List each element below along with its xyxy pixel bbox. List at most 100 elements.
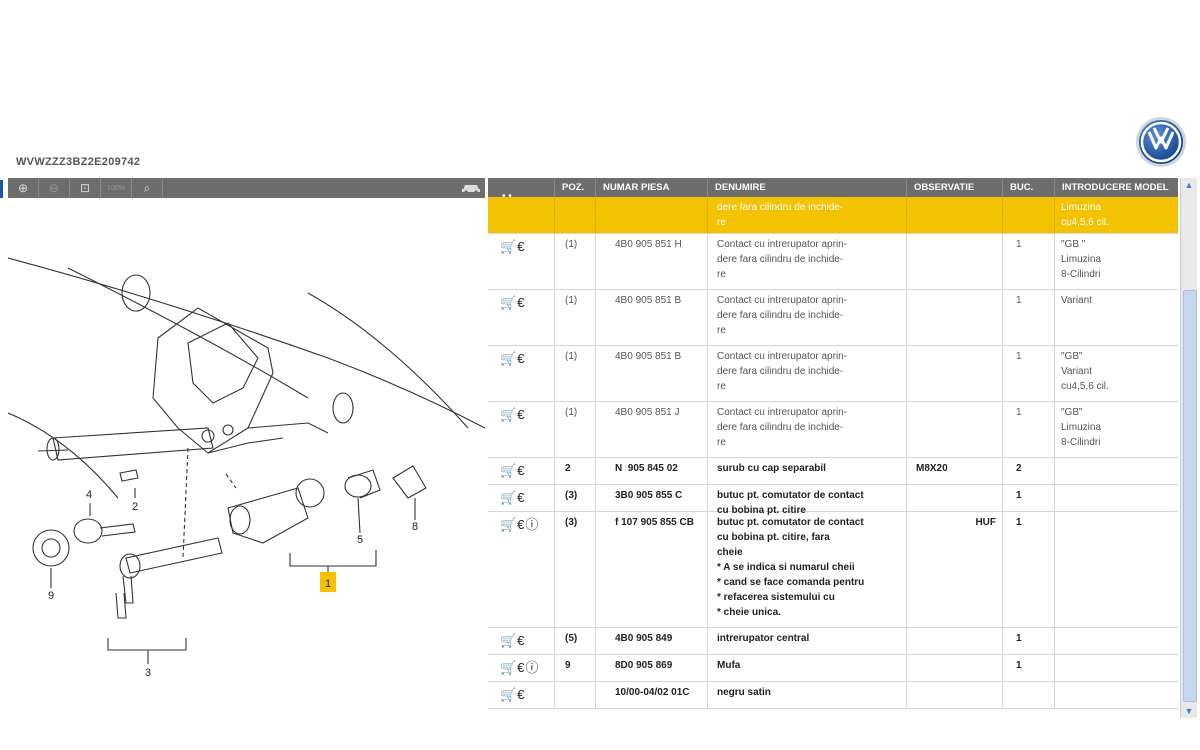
row-action-icons[interactable]: 🛒€ⓘ	[500, 660, 540, 675]
row-buc: 1	[1016, 351, 1022, 362]
row-buc: 1	[1016, 239, 1022, 250]
row-introducere-model: "GB" Limuzina 8-Cilindri	[1061, 407, 1102, 448]
row-observatie: HUF	[975, 517, 996, 528]
row-numar-piesa: 4B0 905 851 B	[615, 351, 682, 362]
zoom-in-icon[interactable]: ⊕	[8, 178, 39, 198]
row-numar-piesa: 4B0 905 851 B	[615, 295, 682, 306]
callout-9: 9	[48, 590, 54, 602]
row-poz: (1)	[565, 239, 578, 250]
row-denumire: negru satin	[717, 687, 771, 698]
row-action-icons[interactable]: 🛒€	[500, 351, 526, 366]
row-denumire: Contact cu intrerupator aprin- dere fara…	[717, 239, 848, 280]
table-header: POZ. NUMAR PIESA DENUMIRE OBSERVATIE BUC…	[488, 178, 1178, 197]
row-buc: 1	[1016, 490, 1022, 501]
callout-8: 8	[412, 521, 418, 533]
row-poz: (3)	[565, 490, 578, 501]
row-denumire: intrerupator central	[717, 633, 810, 644]
search-icon[interactable]: ⌕	[132, 178, 163, 198]
table-row[interactable]: 🛒€ (3) 3B0 905 855 C butuc pt. comutator de…	[488, 485, 1178, 516]
zoom-100-icon[interactable]: 100%	[101, 178, 132, 198]
callout-1: 1	[325, 578, 331, 590]
table-row[interactable]: 🛒€ (1) 4B0 905 851 B Contact cu intrerupato…	[488, 290, 1178, 346]
row-action-icons[interactable]: 🛒€	[500, 295, 526, 310]
row-observatie: M8X20	[916, 463, 948, 474]
vw-logo	[1136, 117, 1186, 167]
left-accent-bar	[0, 180, 3, 198]
table-scrollbar[interactable]: ▲ ▼	[1180, 178, 1197, 718]
row-cut-marker: • •	[502, 191, 512, 202]
table-row[interactable]: 🛒€ⓘ 9 8D0 905 869 Mufa 1	[488, 655, 1178, 682]
callout-2: 2	[132, 501, 138, 513]
row-poz: (1)	[565, 295, 578, 306]
row-poz: (5)	[565, 633, 578, 644]
row-numar-piesa: N 905 845 02	[615, 463, 678, 474]
row-numar-piesa: 4B0 905 849	[615, 633, 673, 644]
row-buc: 2	[1016, 463, 1022, 474]
table-row[interactable]: 🛒€ (1) 4B0 905 851 B Contact cu intrerupato…	[488, 346, 1178, 402]
zoom-out-icon[interactable]: ⊖	[39, 178, 70, 198]
table-row[interactable]: 🛒€ (1) 4B0 905 851 H Contact cu intrerupato…	[488, 234, 1178, 290]
row-denumire: Mufa	[717, 660, 741, 671]
parts-table: POZ. NUMAR PIESA DENUMIRE OBSERVATIE BUC…	[488, 178, 1178, 718]
parts-diagram: 4 2 5 8 9 1 3	[8, 257, 485, 679]
vin-label: WVWZZZ3BZ2E209742	[16, 156, 141, 168]
row-action-icons[interactable]: 🛒€	[500, 407, 526, 422]
row-poz: (3)	[565, 517, 578, 528]
row-denumire: dere fara cilindru de inchide- re	[717, 202, 844, 228]
table-row[interactable]: 🛒€ⓘ (3) f 107 905 855 CB butuc pt. comutato…	[488, 512, 1178, 628]
row-denumire: Contact cu intrerupator aprin- dere fara…	[717, 295, 848, 336]
table-row[interactable]: 🛒€ (1) 4B0 905 851 J Contact cu intrerupato…	[488, 402, 1178, 458]
row-action-icons[interactable]: 🛒€	[500, 239, 526, 254]
table-row[interactable]: 🛒€ 2 N 905 845 02 surub cu cap separabil M8X…	[488, 458, 1178, 485]
row-denumire: surub cu cap separabil	[717, 463, 826, 474]
row-poz: 2	[565, 463, 571, 474]
row-denumire: Contact cu intrerupator aprin- dere fara…	[717, 407, 848, 448]
diagram-panel: ⊕ ⊖ ⊡ 100% ⌕	[8, 178, 485, 718]
header-poz[interactable]: POZ.	[554, 178, 595, 197]
header-introducere-model[interactable]: INTRODUCERE MODEL	[1054, 178, 1178, 197]
header-numar-piesa[interactable]: NUMAR PIESA	[595, 178, 707, 197]
header-observatie[interactable]: OBSERVATIE	[906, 178, 1002, 197]
row-numar-piesa: 4B0 905 851 H	[615, 239, 682, 250]
row-action-icons[interactable]: 🛒€	[500, 633, 526, 648]
scroll-up-icon[interactable]: ▲	[1184, 180, 1194, 190]
callout-3: 3	[145, 667, 151, 679]
row-numar-piesa: 10/00-04/02 01C	[615, 687, 690, 698]
row-numar-piesa: 3B0 905 855 C	[615, 490, 683, 501]
row-numar-piesa: f 107 905 855 CB	[615, 517, 694, 528]
header-denumire[interactable]: DENUMIRE	[707, 178, 906, 197]
row-introducere-model: "GB" Variant cu4,5,6 cil.	[1061, 351, 1109, 392]
row-buc: 1	[1016, 517, 1022, 528]
row-denumire: butuc pt. comutator de contact cu bobina…	[717, 517, 865, 618]
row-numar-piesa: 4B0 905 851 J	[615, 407, 680, 418]
row-buc: 1	[1016, 633, 1022, 644]
row-poz: (1)	[565, 351, 578, 362]
zoom-fit-icon[interactable]: ⊡	[70, 178, 101, 198]
zoom-toolbar: ⊕ ⊖ ⊡ 100% ⌕	[8, 178, 485, 198]
row-action-icons[interactable]: 🛒€	[500, 687, 526, 702]
callout-5: 5	[357, 534, 363, 546]
scroll-thumb[interactable]	[1183, 290, 1197, 702]
row-buc: 1	[1016, 660, 1022, 671]
scroll-down-icon[interactable]: ▼	[1184, 706, 1194, 716]
row-action-icons[interactable]: 🛒€	[500, 490, 526, 505]
row-action-icons[interactable]: 🛒€	[500, 463, 526, 478]
row-introducere-model: "GB " Limuzina 8-Cilindri	[1061, 239, 1102, 280]
zoom-100-label: 100%	[107, 184, 125, 192]
header-buc[interactable]: BUC.	[1002, 178, 1054, 197]
row-poz: (1)	[565, 407, 578, 418]
row-denumire: butuc pt. comutator de contact cu bobina…	[717, 490, 864, 516]
car-icon[interactable]	[457, 178, 485, 198]
row-introducere-model: Variant	[1061, 295, 1092, 306]
table-row[interactable]: 🛒€ (5) 4B0 905 849 intrerupator central 1	[488, 628, 1178, 655]
row-buc: 1	[1016, 295, 1022, 306]
table-row[interactable]: 🛒€ 10/00-04/02 01C negru satin	[488, 682, 1178, 709]
row-buc: 1	[1016, 407, 1022, 418]
row-denumire: Contact cu intrerupator aprin- dere fara…	[717, 351, 848, 392]
row-action-icons[interactable]: 🛒€ⓘ	[500, 517, 540, 532]
callout-4: 4	[86, 489, 92, 501]
row-numar-piesa: 8D0 905 869	[615, 660, 673, 671]
row-poz: 9	[565, 660, 571, 671]
